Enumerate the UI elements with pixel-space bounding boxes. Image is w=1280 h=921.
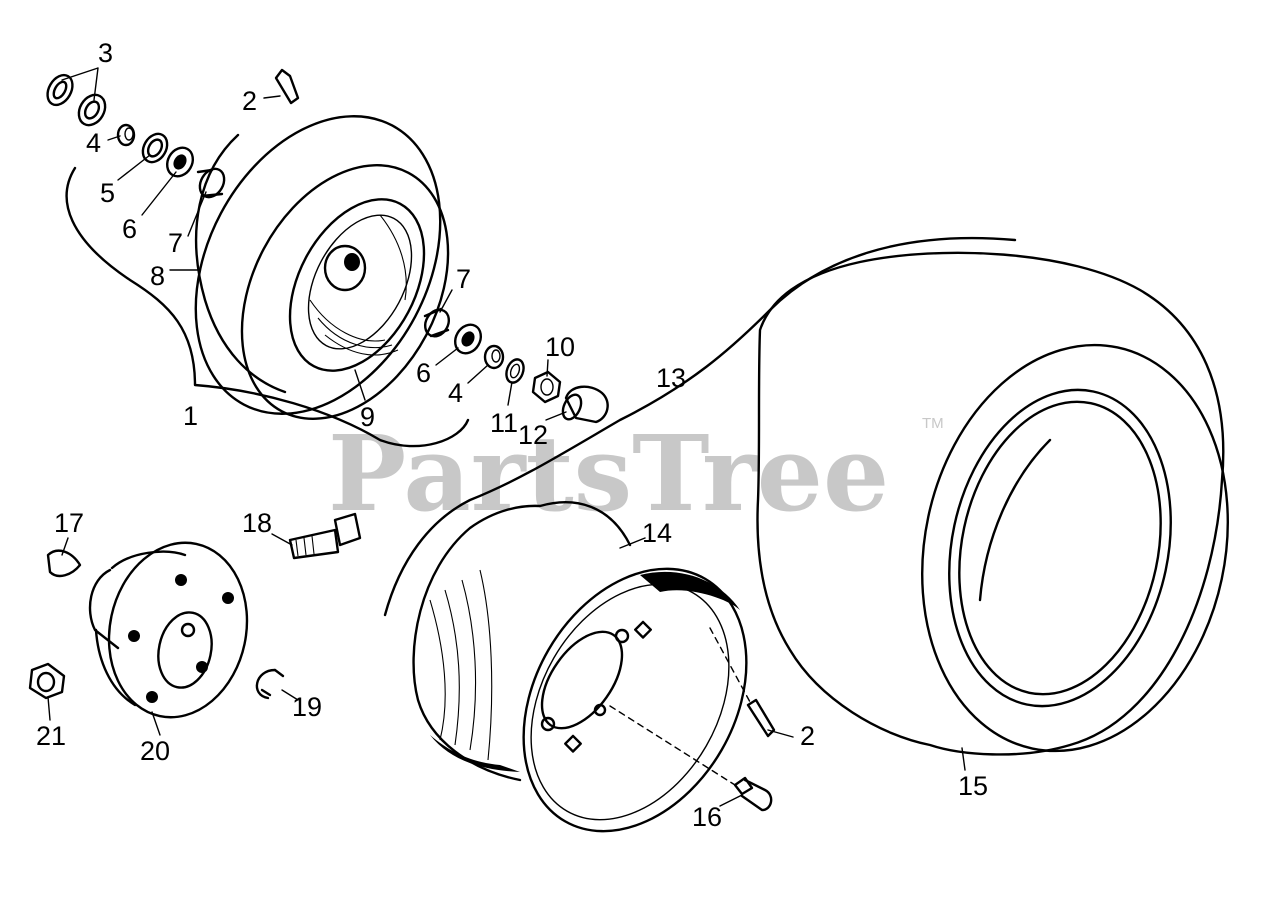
callout-9: 9 xyxy=(360,402,375,432)
callout-17: 17 xyxy=(54,508,84,538)
bearing-6b xyxy=(453,323,483,355)
seal-3b xyxy=(77,93,107,127)
callout-6-right: 6 xyxy=(416,358,431,388)
watermark-trademark: TM xyxy=(922,415,944,432)
callout-7-right: 7 xyxy=(456,264,471,294)
callout-10: 10 xyxy=(545,332,575,362)
seal-3a xyxy=(46,73,74,107)
rear-rim-14 xyxy=(412,501,748,833)
callout-19: 19 xyxy=(292,692,322,722)
callout-1: 1 xyxy=(183,401,198,431)
hub-20 xyxy=(88,541,249,719)
assembly-1-bracket xyxy=(65,166,470,448)
callout-18: 18 xyxy=(242,508,272,538)
washer-11 xyxy=(505,358,525,384)
callout-21: 21 xyxy=(36,721,66,751)
rear-tire-15 xyxy=(756,251,1229,756)
hub-cap-12 xyxy=(561,385,609,424)
leader-bolt-16 xyxy=(609,705,736,786)
nut-21 xyxy=(28,662,66,700)
leader-valve-2 xyxy=(709,627,751,703)
callout-13: 13 xyxy=(656,363,686,393)
callout-6-top: 6 xyxy=(122,214,137,244)
key-17 xyxy=(46,549,82,578)
bushing-7b xyxy=(423,307,451,338)
callout-15: 15 xyxy=(958,771,988,801)
callout-12: 12 xyxy=(518,420,548,450)
lug-bolt-16 xyxy=(733,776,773,812)
callout-4-right: 4 xyxy=(448,378,463,408)
callout-3: 3 xyxy=(98,38,113,68)
spacer-4b xyxy=(483,344,505,370)
callout-11: 11 xyxy=(490,408,518,438)
watermark: PartsTree xyxy=(328,412,889,535)
callout-2-top: 2 xyxy=(242,86,257,116)
callout-14: 14 xyxy=(642,518,672,548)
bearing-cup-5a xyxy=(141,132,169,164)
bearing-6a xyxy=(165,146,195,178)
valve-stem-2b xyxy=(746,698,776,738)
callout-20: 20 xyxy=(140,736,170,766)
front-rim-9 xyxy=(288,198,426,372)
bushing-7a xyxy=(196,167,226,199)
valve-stem-2a xyxy=(274,68,300,105)
callout-7-top: 7 xyxy=(168,228,183,258)
callout-4-top: 4 xyxy=(86,128,101,158)
bolt-18 xyxy=(288,512,362,560)
spacer-4a xyxy=(116,123,136,147)
clip-19 xyxy=(255,668,285,700)
nut-10 xyxy=(531,370,562,404)
callout-8: 8 xyxy=(150,261,165,291)
assembly-13-bracket xyxy=(383,236,1017,617)
leader-lines xyxy=(47,67,966,807)
callout-5: 5 xyxy=(100,178,115,208)
callout-2-bottom: 2 xyxy=(800,721,815,751)
front-tire-8 xyxy=(194,115,450,420)
callout-16: 16 xyxy=(692,802,722,832)
